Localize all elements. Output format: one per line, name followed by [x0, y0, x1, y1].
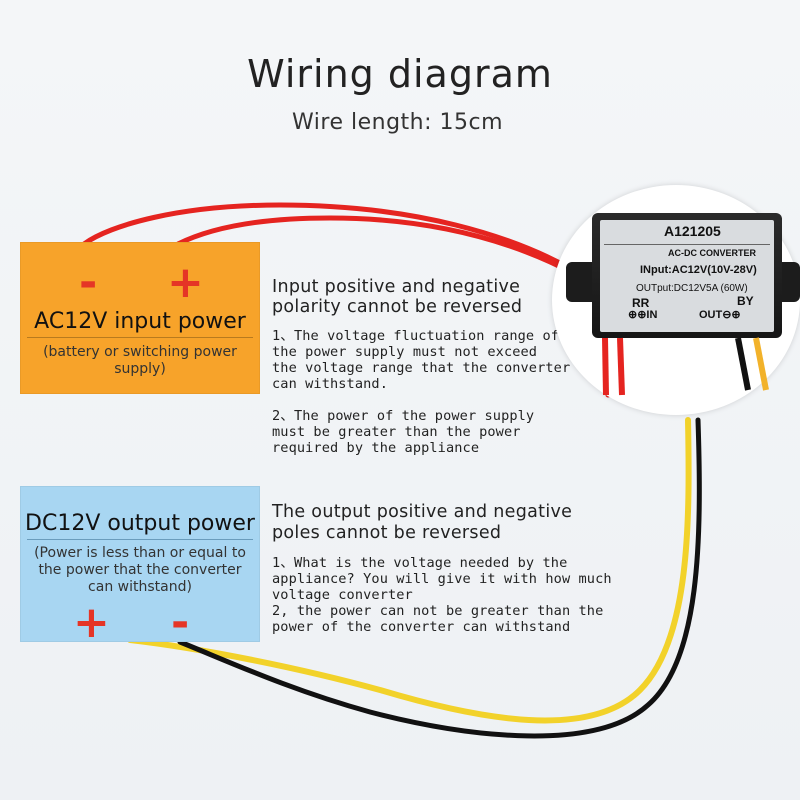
output-power-sub-3: can withstand)	[88, 579, 192, 595]
output-power-title: DC12V output power	[25, 511, 255, 536]
device-model: A121205	[664, 223, 721, 239]
input-note-p1-1: 1、The voltage fluctuation range of	[272, 328, 560, 344]
output-note-p2-1: 2, the power can not be greater than the	[272, 603, 604, 619]
wire-length-subtitle: Wire length: 15cm	[292, 110, 504, 135]
device-left-code: RR	[632, 296, 650, 310]
output-box-divider	[27, 539, 253, 540]
output-power-sub-2: the power that the converter	[38, 562, 242, 578]
input-note-p1-3: the voltage range that the converter	[272, 360, 571, 376]
black-wire	[177, 417, 702, 739]
output-note-p2-2: power of the converter can withstand	[272, 619, 571, 635]
input-box-divider	[27, 337, 253, 338]
input-power-title: AC12V input power	[34, 309, 246, 334]
output-power-box: DC12V output power (Power is less than o…	[20, 486, 260, 648]
yellow-wire	[127, 417, 692, 724]
input-note-p2-1: 2、The power of the power supply	[272, 408, 535, 424]
device-output-terminal-label: OUT⊖⊕	[699, 309, 741, 321]
input-note-p1-4: can withstand.	[272, 376, 388, 392]
device-label-panel	[600, 220, 774, 332]
output-note-heading-2: poles cannot be reversed	[272, 523, 502, 543]
input-power-sub-1: (battery or switching power	[43, 344, 237, 360]
red-wire-upper	[81, 202, 611, 398]
output-note-p1-3: voltage converter	[272, 587, 413, 603]
output-note-p1-1: 1、What is the voltage needed by the	[272, 555, 568, 571]
device-input-spec: INput:AC12V(10V-28V)	[640, 264, 757, 276]
output-note-p1-2: appliance? You will give it with how muc…	[272, 571, 612, 587]
input-note-p2-2: must be greater than the power	[272, 424, 521, 440]
device-type: AC-DC CONVERTER	[668, 248, 757, 258]
device-input-terminal-label: ⊕⊕IN	[628, 309, 658, 321]
output-plus-symbol: +	[73, 597, 110, 648]
diagram-title: Wiring diagram	[247, 52, 553, 96]
input-note-heading-2: polarity cannot be reversed	[272, 297, 523, 317]
output-power-sub-1: (Power is less than or equal to	[34, 545, 246, 561]
input-note-p2-3: required by the appliance	[272, 440, 480, 456]
device-black-stub	[735, 337, 751, 391]
input-power-box: - + AC12V input power (battery or switch…	[20, 242, 260, 394]
device-yellow-stub	[753, 337, 769, 391]
device-red-stub-1	[602, 337, 609, 396]
output-minus-symbol: -	[171, 597, 190, 648]
input-power-sub-2: supply)	[114, 361, 166, 377]
input-note-p1-2: the power supply must not exceed	[272, 344, 538, 360]
device-label-rule	[604, 244, 770, 245]
device-red-stub-2	[617, 337, 625, 396]
input-note-heading-1: Input positive and negative	[272, 277, 521, 297]
input-plus-symbol: +	[167, 257, 204, 308]
device-right-code: BY	[737, 294, 754, 308]
device-output-spec: OUTput:DC12V5A (60W)	[636, 283, 748, 294]
input-minus-symbol: -	[79, 257, 98, 308]
output-note-heading-1: The output positive and negative	[272, 502, 573, 522]
